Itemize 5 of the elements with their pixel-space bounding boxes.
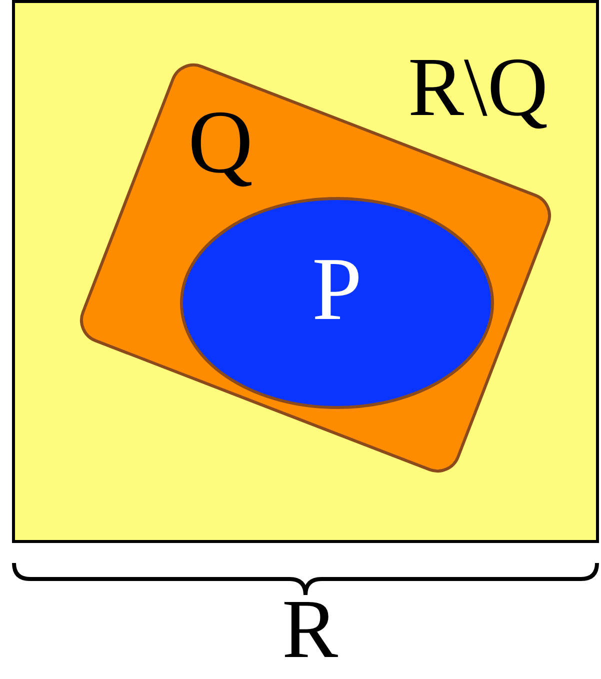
set-label: Q	[188, 98, 253, 188]
set-label: R	[282, 588, 338, 672]
set-rectangle	[12, 0, 599, 543]
region-label: R\Q	[408, 46, 548, 130]
set-label: P	[310, 245, 364, 335]
